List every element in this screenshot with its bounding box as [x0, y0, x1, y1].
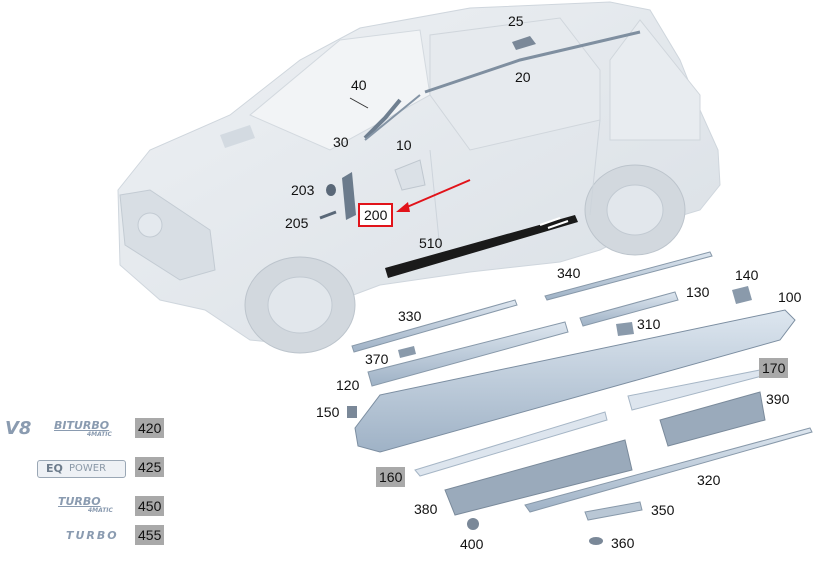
part-label-140[interactable]: 140	[735, 267, 759, 283]
clip-360-part[interactable]	[589, 537, 603, 545]
part-label-350[interactable]: 350	[651, 502, 675, 518]
pointer-arrow-line	[399, 179, 471, 211]
clip-25-part[interactable]	[512, 36, 536, 50]
bracket-390-part[interactable]	[659, 391, 766, 447]
screw-205-part[interactable]	[319, 210, 337, 220]
part-label-150[interactable]: 150	[316, 404, 340, 420]
part-label-310[interactable]: 310	[637, 316, 661, 332]
badge-biturbo: BITURBO	[54, 419, 110, 432]
cap-350-part[interactable]	[584, 501, 643, 521]
part-label-370[interactable]: 370	[365, 351, 389, 367]
decal-stripe-510-part[interactable]	[385, 215, 578, 278]
part-label-20[interactable]: 20	[515, 69, 531, 85]
part-label-510[interactable]: 510	[419, 235, 443, 251]
badge-turbo-4matic: TURBO	[58, 495, 101, 508]
part-label-390[interactable]: 390	[766, 391, 790, 407]
part-label-425[interactable]: 425	[135, 457, 165, 477]
part-label-120[interactable]: 120	[336, 377, 360, 393]
clip-370-part[interactable]	[398, 346, 416, 358]
part-label-420[interactable]: 420	[135, 418, 165, 438]
clip-150-part[interactable]	[347, 406, 357, 418]
part-label-330[interactable]: 330	[398, 308, 422, 324]
clip-140-part[interactable]	[732, 286, 752, 304]
trim-130-part[interactable]	[579, 291, 679, 327]
pointer-arrowhead	[396, 202, 410, 212]
part-label-25[interactable]: 25	[508, 13, 524, 29]
part-label-203[interactable]: 203	[291, 182, 315, 198]
part-label-400[interactable]: 400	[460, 536, 484, 552]
panel-160-part[interactable]	[414, 411, 608, 477]
part-label-170[interactable]: 170	[759, 358, 789, 378]
part-label-320[interactable]: 320	[697, 472, 721, 488]
strip-340-part[interactable]	[544, 251, 713, 301]
badge-4matic: 4MATIC	[87, 431, 112, 438]
part-label-340[interactable]: 340	[557, 265, 581, 281]
car-silhouette	[117, 1, 721, 354]
trim-120-part[interactable]	[367, 321, 569, 387]
part-label-450[interactable]: 450	[135, 496, 165, 516]
badge-power-text: POWER	[69, 463, 107, 474]
bracket-380-part[interactable]	[444, 439, 633, 516]
part-label-205[interactable]: 205	[285, 215, 309, 231]
trim-200-part[interactable]	[342, 172, 356, 220]
badge-eq-power: EQ POWER	[37, 460, 126, 478]
part-label-130[interactable]: 130	[686, 284, 710, 300]
part-label-160[interactable]: 160	[376, 467, 406, 487]
part-label-10[interactable]: 10	[396, 137, 412, 153]
part-label-200-selected[interactable]: 200	[358, 203, 394, 227]
leader-40	[349, 97, 369, 109]
running-board-100-part[interactable]	[354, 309, 796, 453]
cap-203-part[interactable]	[326, 184, 336, 196]
clip-310-part[interactable]	[616, 322, 634, 336]
badge-v8: V8	[5, 418, 32, 439]
badge-eq-text: EQ	[46, 462, 63, 475]
part-label-100[interactable]: 100	[778, 289, 802, 305]
part-label-380[interactable]: 380	[414, 501, 438, 517]
plug-400-part[interactable]	[467, 518, 479, 530]
roof-rail-part[interactable]	[424, 30, 641, 94]
strip-320-part[interactable]	[524, 427, 813, 513]
part-label-360[interactable]: 360	[611, 535, 635, 551]
part-label-455[interactable]: 455	[135, 525, 165, 545]
badge-4matic-small: 4MATIC	[88, 507, 113, 514]
molding-30-part[interactable]	[363, 98, 402, 140]
part-label-30[interactable]: 30	[333, 134, 349, 150]
strip-330-part[interactable]	[351, 299, 518, 353]
badge-turbo: TURBO	[66, 529, 119, 542]
pillar-10-part[interactable]	[364, 94, 421, 141]
part-label-40[interactable]: 40	[351, 77, 367, 93]
